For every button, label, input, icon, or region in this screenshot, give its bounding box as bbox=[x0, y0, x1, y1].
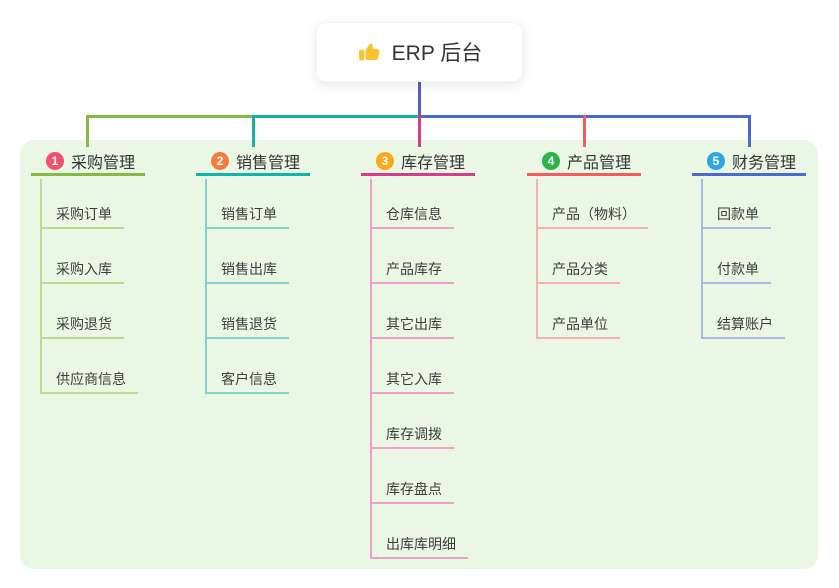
branch-topic-5[interactable]: 5 财务管理 bbox=[692, 149, 806, 176]
subtopic[interactable]: 采购入库 bbox=[40, 259, 124, 284]
branch-topic-4[interactable]: 4 产品管理 bbox=[527, 149, 641, 176]
branch-connector-drop bbox=[86, 115, 89, 147]
branch-connector-line bbox=[252, 115, 418, 118]
branch-number-badge: 4 bbox=[542, 152, 560, 170]
branch-number-badge: 1 bbox=[46, 152, 64, 170]
branch-topic-label: 库存管理 bbox=[401, 155, 466, 172]
branch-connector-drop bbox=[418, 115, 421, 147]
subtopic[interactable]: 采购订单 bbox=[40, 204, 124, 229]
subtopic[interactable]: 客户信息 bbox=[205, 369, 289, 394]
subtopic[interactable]: 库存盘点 bbox=[370, 479, 454, 504]
subtopic[interactable]: 采购退货 bbox=[40, 314, 124, 339]
root-topic-label: ERP 后台 bbox=[391, 42, 483, 65]
subtopic[interactable]: 结算账户 bbox=[701, 314, 785, 339]
branch-connector-line bbox=[86, 115, 252, 118]
branch-number-badge: 5 bbox=[707, 152, 725, 170]
subtopic[interactable]: 产品分类 bbox=[536, 259, 620, 284]
subtopic[interactable]: 销售订单 bbox=[205, 204, 289, 229]
subtopic[interactable]: 产品库存 bbox=[370, 259, 454, 284]
subtopic[interactable]: 出库库明细 bbox=[370, 534, 468, 559]
group-boundary bbox=[20, 140, 818, 569]
branch-number-badge: 3 bbox=[376, 152, 394, 170]
child-connector-line bbox=[205, 179, 207, 394]
child-connector-line bbox=[40, 179, 42, 394]
branch-topic-2[interactable]: 2 销售管理 bbox=[196, 149, 310, 176]
branch-topic-label: 产品管理 bbox=[567, 155, 632, 172]
branch-topic-label: 销售管理 bbox=[236, 155, 301, 172]
subtopic[interactable]: 产品（物料） bbox=[536, 204, 648, 229]
branch-topic-label: 财务管理 bbox=[732, 155, 797, 172]
subtopic[interactable]: 仓库信息 bbox=[370, 204, 454, 229]
root-topic[interactable]: ERP 后台 bbox=[316, 22, 523, 82]
subtopic[interactable]: 回款单 bbox=[701, 204, 771, 229]
subtopic[interactable]: 付款单 bbox=[701, 259, 771, 284]
subtopic[interactable]: 销售退货 bbox=[205, 314, 289, 339]
child-connector-line bbox=[701, 179, 703, 339]
branch-connector-drop bbox=[583, 115, 586, 147]
subtopic[interactable]: 库存调拨 bbox=[370, 424, 454, 449]
child-connector-line bbox=[536, 179, 538, 339]
subtopic[interactable]: 产品单位 bbox=[536, 314, 620, 339]
subtopic[interactable]: 销售出库 bbox=[205, 259, 289, 284]
branch-connector-drop bbox=[748, 115, 751, 147]
branch-number-badge: 2 bbox=[211, 152, 229, 170]
subtopic[interactable]: 其它出库 bbox=[370, 314, 454, 339]
branch-topic-3[interactable]: 3 库存管理 bbox=[361, 149, 475, 176]
thumbs-up-icon bbox=[357, 40, 382, 65]
branch-topic-label: 采购管理 bbox=[71, 155, 136, 172]
branch-topic-1[interactable]: 1 采购管理 bbox=[31, 149, 145, 176]
subtopic[interactable]: 其它入库 bbox=[370, 369, 454, 394]
child-connector-line bbox=[370, 179, 372, 559]
branch-connector-drop bbox=[252, 115, 255, 147]
subtopic[interactable]: 供应商信息 bbox=[40, 369, 138, 394]
root-connector-line bbox=[418, 82, 421, 115]
